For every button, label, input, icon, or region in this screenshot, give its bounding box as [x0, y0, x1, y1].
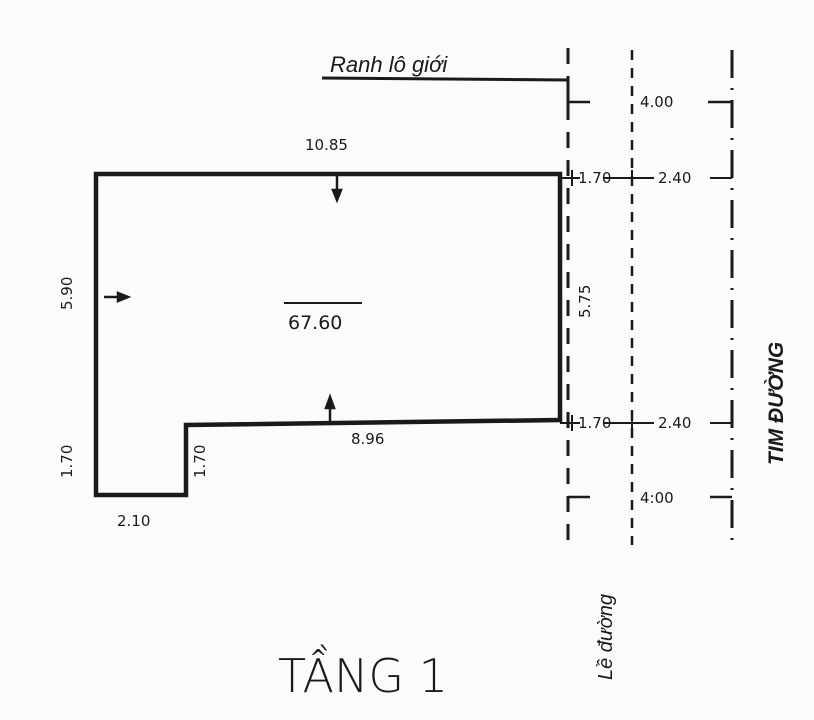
dimension-chain-bottom [560, 415, 732, 431]
dim-setback-top: 1.70 [578, 169, 611, 187]
dim-setback-bottom: 1.70 [578, 414, 611, 432]
road-center-label: TIM ĐƯỜNG [764, 342, 788, 465]
building-outline [93, 171, 563, 498]
dim-sidewalk-top: 2.40 [658, 169, 691, 187]
floor-title: TẦNG 1 [278, 644, 448, 703]
dimension-chain-top [560, 170, 732, 186]
wall-arrows [104, 176, 343, 422]
boundary-line [321, 76, 570, 106]
dim-notch-inner-height: 1.70 [191, 445, 209, 478]
dim-left-height: 5.90 [58, 277, 76, 310]
sidewalk-label: Lề đường [595, 594, 617, 680]
dim-bottom-width: 8.96 [351, 430, 384, 448]
dim-notch-left-height: 1.70 [58, 445, 76, 478]
dim-notch-width: 2.10 [117, 512, 150, 530]
dim-road-bottom: 4:00 [640, 489, 674, 507]
dim-right-height: 5.75 [576, 285, 594, 318]
dim-sidewalk-bottom: 2.40 [658, 414, 691, 432]
dim-top-width: 10.85 [305, 136, 348, 154]
area-value: 67.60 [288, 312, 342, 334]
boundary-label: Ranh lô giới [330, 52, 448, 77]
dim-road-top: 4.00 [640, 93, 673, 111]
